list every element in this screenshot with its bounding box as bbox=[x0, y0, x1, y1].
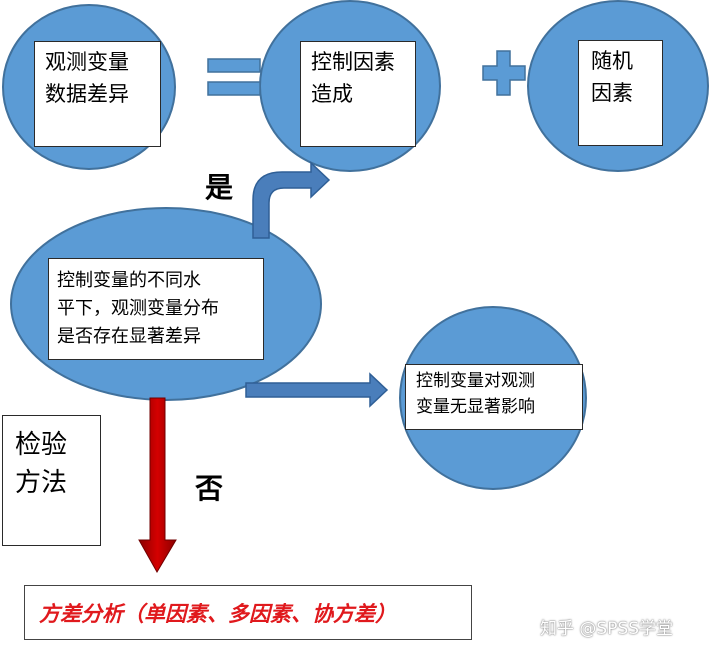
no-label: 否 bbox=[195, 472, 224, 505]
watermark: 知乎 @SPSS学堂 bbox=[540, 619, 674, 639]
question-box: 控制变量的不同水 平下，观测变量分布 是否存在显著差异 bbox=[48, 258, 264, 360]
random-factor-box: 随机 因素 bbox=[578, 40, 663, 146]
plus-sign bbox=[482, 50, 526, 96]
observed-diff-box: 观测变量 数据差异 bbox=[34, 41, 161, 147]
control-factor-box: 控制因素 造成 bbox=[300, 41, 416, 147]
yes-label: 是 bbox=[205, 171, 234, 204]
no-effect-arrow bbox=[245, 372, 389, 408]
test-method-box: 检验 方法 bbox=[2, 415, 101, 546]
yes-arrow bbox=[252, 161, 331, 239]
down-arrow bbox=[138, 397, 177, 573]
equals-sign bbox=[207, 58, 261, 96]
result-box: 方差分析（单因素、多因素、协方差） bbox=[24, 585, 472, 640]
no-effect-box: 控制变量对观测 变量无显著影响 bbox=[405, 364, 583, 430]
